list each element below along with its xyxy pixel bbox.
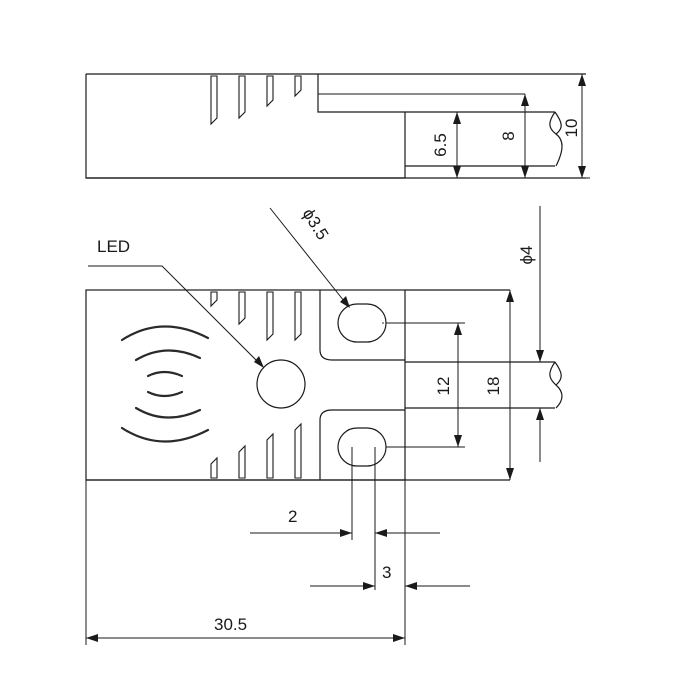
dim-10-label: 10 [562, 119, 581, 138]
hole-diameter-label: ϕ3.5 [299, 205, 333, 243]
dim-30-5-label: 30.5 [214, 615, 247, 634]
side-view-vents [210, 75, 302, 126]
side-view-step [317, 74, 406, 178]
front-view-vents-bottom [210, 422, 302, 479]
dim-6-5-label: 6.5 [431, 133, 450, 157]
dim-2-label: 2 [288, 507, 297, 526]
mounting-lug-outline [319, 290, 405, 361]
mounting-hole-bottom [337, 427, 387, 467]
led-label: LED [97, 237, 130, 256]
led-indicator [256, 359, 306, 409]
side-view-cable [405, 111, 555, 167]
mounting-hole-top [337, 303, 387, 343]
side-view: 6.5 8 10 [85, 73, 590, 179]
front-view-vents-top [210, 291, 302, 342]
dim-18-label: 18 [484, 377, 503, 396]
side-view-body [85, 73, 586, 179]
led-leader-line [88, 265, 263, 367]
dim-8-label: 8 [499, 131, 518, 140]
cable-diameter-label: ϕ4 [517, 246, 536, 265]
front-view-cable [405, 361, 555, 409]
dim-3-label: 3 [382, 563, 391, 582]
dim-12-label: 12 [434, 377, 453, 396]
front-view: LED ϕ3.5 ϕ4 12 18 2 [85, 205, 563, 645]
sensing-face-arcs [120, 325, 210, 443]
